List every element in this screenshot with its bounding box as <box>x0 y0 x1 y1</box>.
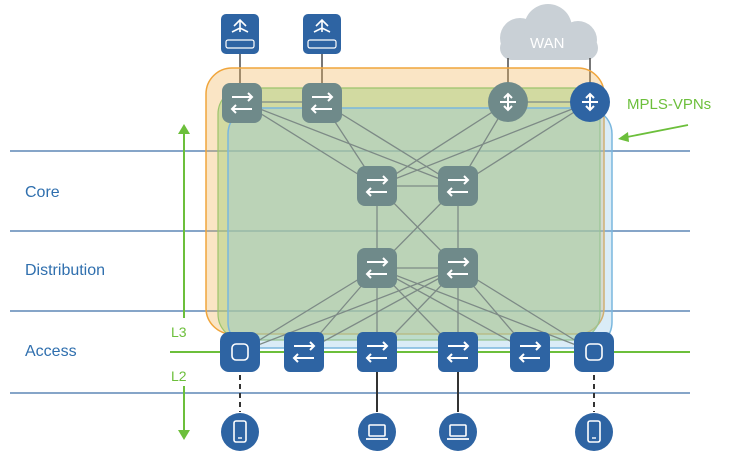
switch-icon[interactable] <box>438 332 478 372</box>
endpoint-links <box>239 366 595 412</box>
switch-icon[interactable] <box>222 83 262 123</box>
firewall-icon[interactable] <box>303 14 341 54</box>
boundary-label-l3: L3 <box>171 324 187 340</box>
switch-icon[interactable] <box>302 83 342 123</box>
router-icon[interactable] <box>488 82 528 122</box>
phone-icon[interactable] <box>221 413 259 451</box>
overlay-region-green <box>217 87 601 341</box>
wan-label: WAN <box>530 35 565 52</box>
l3-arrow-icon <box>178 124 190 318</box>
boundary-label-l2: L2 <box>171 368 187 384</box>
layer-label-distribution: Distribution <box>25 262 106 279</box>
mpls-arrow-icon <box>618 124 689 142</box>
switch-icon[interactable] <box>438 166 478 206</box>
layer-label-access: Access <box>25 343 77 360</box>
router-icon[interactable] <box>570 82 610 122</box>
wan-cloud-icon <box>500 4 598 60</box>
switch-icon[interactable] <box>357 248 397 288</box>
firewall-icon[interactable] <box>221 14 259 54</box>
phone-icon[interactable] <box>575 413 613 451</box>
access-point-icon[interactable] <box>574 332 614 372</box>
mpls-label: MPLS-VPNs <box>627 96 712 113</box>
switch-icon[interactable] <box>357 166 397 206</box>
overlay-region-blue <box>227 107 613 349</box>
switch-icon[interactable] <box>357 332 397 372</box>
switch-icon[interactable] <box>284 332 324 372</box>
layer-label-core: Core <box>25 184 60 201</box>
switch-icon[interactable] <box>510 332 550 372</box>
laptop-icon[interactable] <box>439 413 477 451</box>
access-point-icon[interactable] <box>220 332 260 372</box>
laptop-icon[interactable] <box>358 413 396 451</box>
switch-icon[interactable] <box>438 248 478 288</box>
l2-arrow-icon <box>178 386 190 440</box>
